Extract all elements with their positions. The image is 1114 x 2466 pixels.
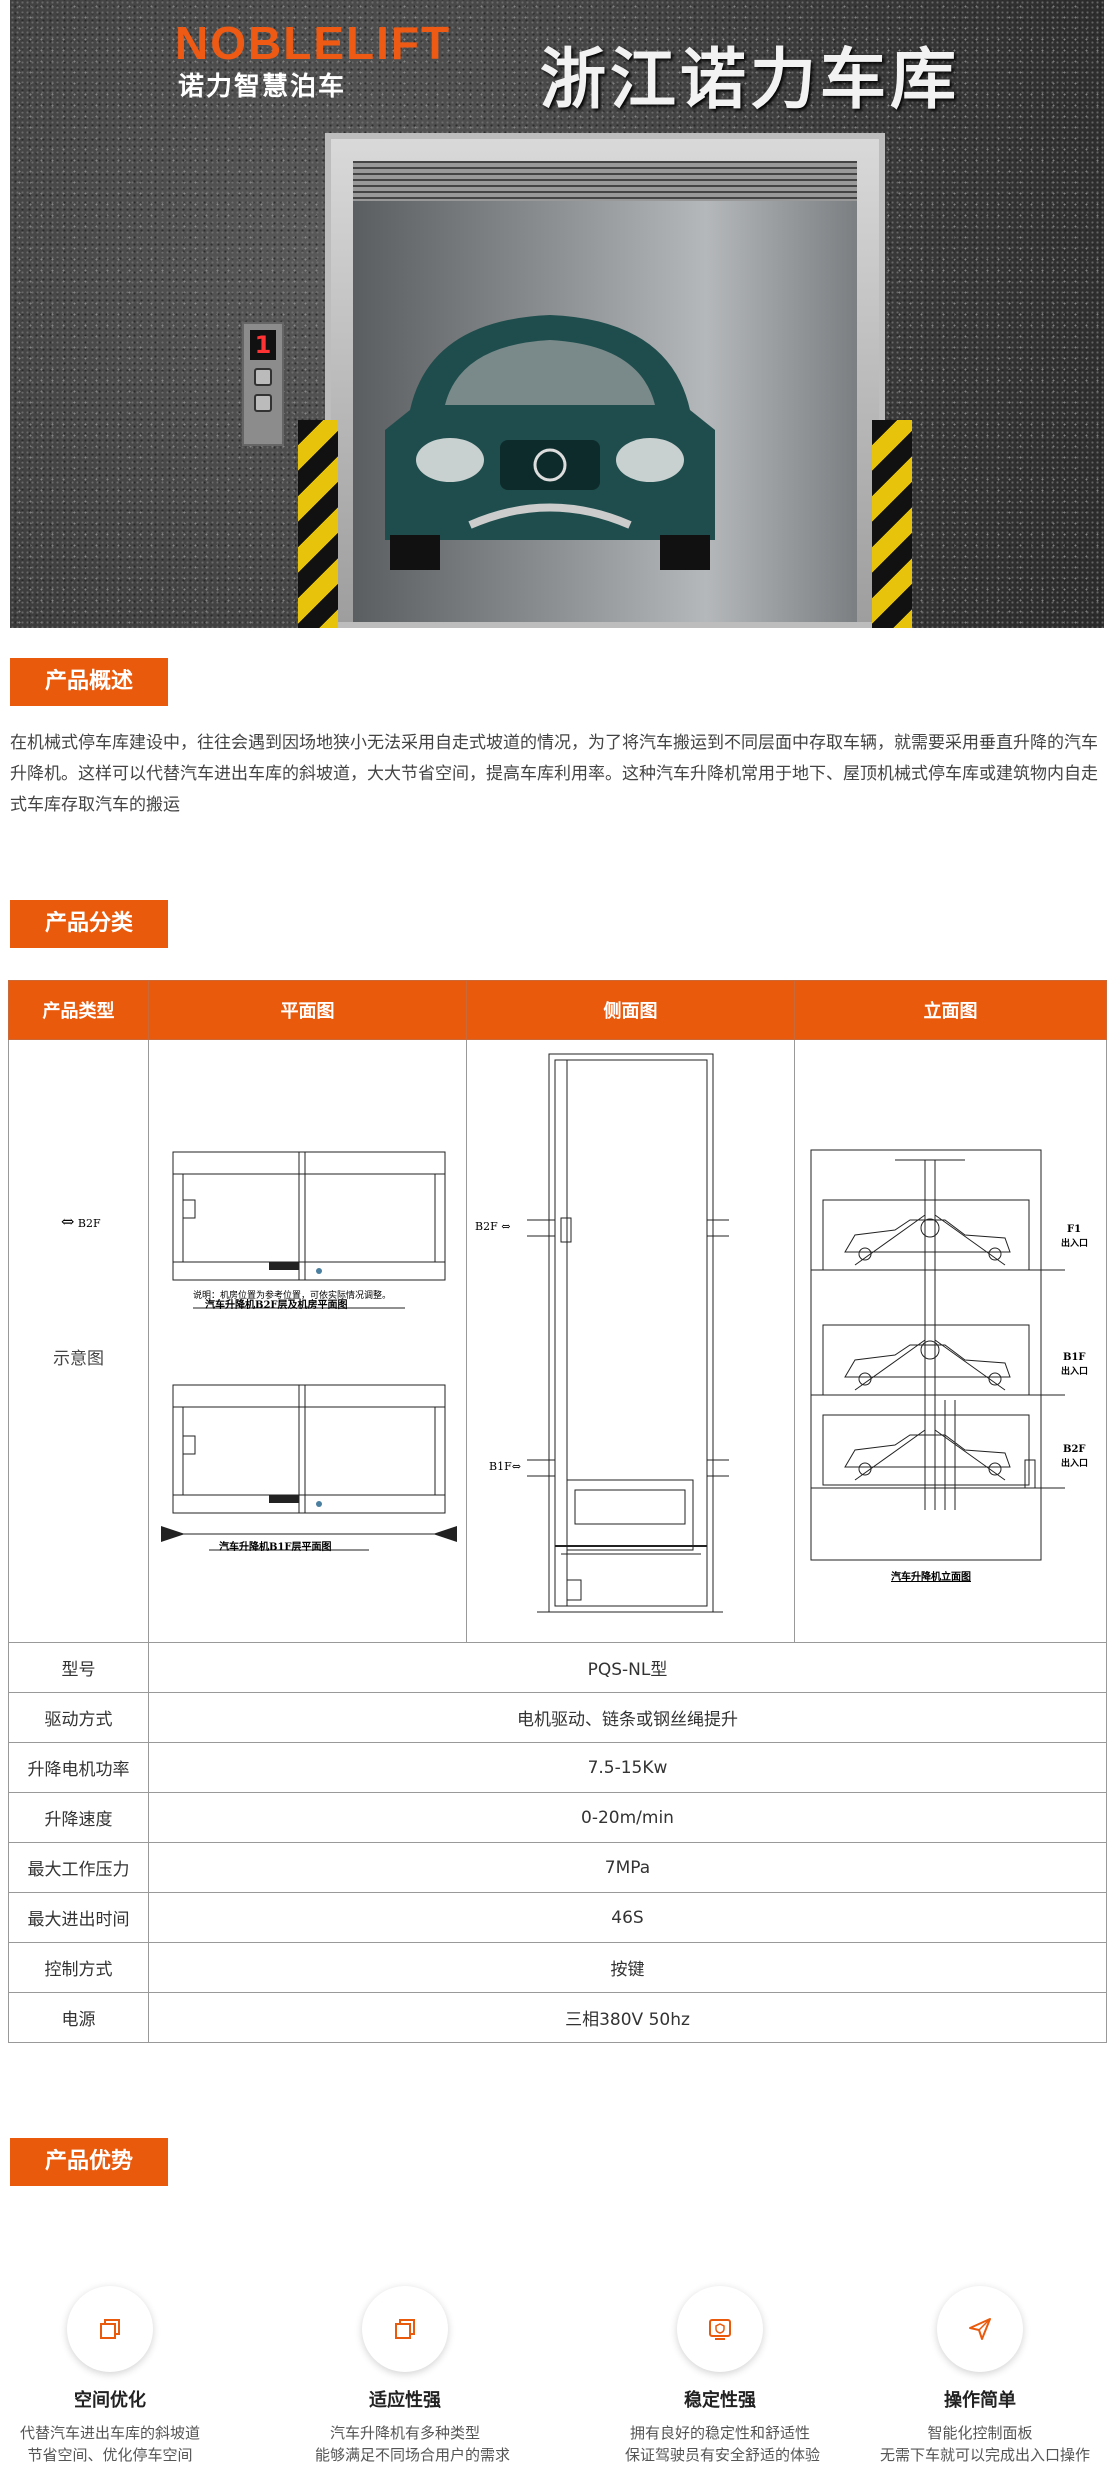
advantage-icon-wrap: [67, 2286, 153, 2372]
floor-indicator: 1: [250, 330, 276, 360]
plan-note: 说明：机房位置为参考位置，可依实际情况调整。: [193, 1291, 392, 1301]
warning-stripe-left: [298, 420, 338, 628]
brand-logo: NOBLELIFT: [175, 17, 452, 69]
shield-icon: [709, 2319, 731, 2340]
header-side-view: 侧面图: [466, 980, 795, 1040]
side-b2f-label: B2F ⇔: [475, 1220, 510, 1233]
row-label: 最大进出时间: [8, 1892, 149, 1943]
advantage-stability: 稳定性强 拥有良好的稳定性和舒适性 保证驾驶员有安全舒适的体验: [625, 2286, 821, 2466]
row-value: 7MPa: [148, 1842, 1107, 1893]
side-b1f-label: B1F⇔: [489, 1460, 521, 1473]
header-plan-view: 平面图: [148, 980, 467, 1040]
advantage-desc-line1: 智能化控制面板: [927, 2424, 1033, 2442]
plan-view-drawing: [161, 1151, 457, 1551]
advantage-desc-line1: 汽车升降机有多种类型: [329, 2424, 480, 2442]
advantage-desc-line2: 无需下车就可以完成出入口操作: [880, 2446, 1091, 2464]
elev-f1-sub: 出入口: [1061, 1239, 1089, 1249]
section-title-advantages: 产品优势: [10, 2138, 168, 2186]
advantage-icon-wrap: [362, 2286, 448, 2372]
side-b1f-text: B1F: [489, 1460, 512, 1473]
row-label: 型号: [8, 1642, 149, 1693]
hero-banner: NOBLELIFT 诺力智慧泊车 浙江诺力车库 1: [10, 0, 1104, 628]
elev-b1f-sub: 出入口: [1061, 1367, 1089, 1377]
elev-title: 汽车升降机立面图: [891, 1572, 971, 1583]
advantage-desc-line1: 拥有良好的稳定性和舒适性: [629, 2424, 810, 2442]
double-arrow-icon: ⇔: [511, 1460, 521, 1473]
advantage-easy-operation: 操作简单 智能化控制面板 无需下车就可以完成出入口操作: [880, 2286, 1091, 2466]
advantage-icon-wrap: [937, 2286, 1023, 2372]
row-label: 升降速度: [8, 1792, 149, 1843]
table-row: 电源三相380V 50hz: [8, 1992, 1107, 2043]
advantage-space: 空间优化 代替汽车进出车库的斜坡道 节省空间、优化停车空间: [20, 2286, 200, 2466]
advantage-adaptability: 适应性强 汽车升降机有多种类型 能够满足不同场合用户的需求: [315, 2286, 511, 2466]
elev-b2f-sub: 出入口: [1061, 1459, 1089, 1469]
advantage-title: 空间优化: [74, 2390, 146, 2411]
call-button-down: [254, 394, 272, 412]
elev-b2f-label: B2F: [1063, 1444, 1086, 1455]
advantage-icon-wrap: [677, 2286, 763, 2372]
side-view-drawing: [527, 1053, 729, 1613]
header-elevation-view: 立面图: [794, 980, 1107, 1040]
row-label: 电源: [8, 1992, 149, 2043]
elev-f1-label: F1: [1067, 1224, 1082, 1235]
plan-title-top: 汽车升降机B2F层及机房平面图: [205, 1300, 348, 1311]
elevation-view-drawing: [810, 1149, 1065, 1561]
advantage-desc-line2: 节省空间、优化停车空间: [27, 2446, 193, 2464]
call-button-up: [254, 368, 272, 386]
row-label: 驱动方式: [8, 1692, 149, 1743]
elevation-view-cell: F1 出入口 B1F 出入口 B2F 出入口 汽车升降机立面图: [794, 1039, 1107, 1643]
row-label: 最大工作压力: [8, 1842, 149, 1893]
double-arrow-icon: ⇔: [61, 1212, 75, 1231]
header-product-type: 产品类型: [8, 980, 149, 1040]
plan-view-cell: 说明：机房位置为参考位置，可依实际情况调整。 汽车升降机B2F层及机房平面图 汽…: [148, 1039, 467, 1643]
overview-text: 在机械式停车库建设中，往往会遇到因场地狭小无法采用自走式坡道的情况，为了将汽车搬…: [10, 733, 1098, 815]
car-illustration: [385, 315, 715, 570]
side-b2f-text: B2F: [475, 1220, 498, 1233]
section-title-overview: 产品概述: [10, 658, 168, 706]
advantage-desc-line2: 保证驾驶员有安全舒适的体验: [625, 2446, 821, 2464]
elev-b1f-label: B1F: [1063, 1352, 1086, 1363]
plan-title-bottom: 汽车升降机B1F层平面图: [219, 1542, 332, 1553]
brand-subtitle: 诺力智慧泊车: [178, 72, 347, 102]
row-value: 7.5-15Kw: [148, 1742, 1107, 1793]
row-value: 三相380V 50hz: [148, 1992, 1107, 2043]
hero-title: 浙江诺力车库: [540, 41, 960, 118]
layers-icon: [100, 2319, 120, 2339]
row-value: 按键: [148, 1942, 1107, 1993]
row-label: 升降电机功率: [8, 1742, 149, 1793]
double-arrow-icon: ⇔: [501, 1220, 511, 1233]
side-view-cell: B2F ⇔ B1F⇔: [466, 1039, 795, 1643]
diagram-label-cell: ⇔ B2F 示意图: [8, 1039, 149, 1643]
diagram-row-label: 示意图: [53, 1349, 104, 1369]
table-row: 控制方式按键: [8, 1942, 1107, 1993]
advantage-desc-line1: 代替汽车进出车库的斜坡道: [20, 2424, 201, 2442]
advantage-title: 稳定性强: [684, 2390, 756, 2411]
row-value: 46S: [148, 1892, 1107, 1943]
row-value: 0-20m/min: [148, 1792, 1107, 1843]
spec-table: 产品类型 平面图 侧面图 立面图 ⇔ B2F 示意图: [8, 980, 1107, 2043]
row-value: PQS-NL型: [148, 1642, 1107, 1693]
elevator-ceiling: [353, 161, 857, 201]
layers-icon: [395, 2319, 415, 2339]
send-icon: [969, 2318, 991, 2340]
diagram-row: ⇔ B2F 示意图: [8, 1039, 1107, 1643]
warning-stripe-right: [872, 420, 912, 628]
row-label: 控制方式: [8, 1942, 149, 1993]
section-title-classification: 产品分类: [10, 900, 168, 948]
table-header-row: 产品类型 平面图 侧面图 立面图: [8, 980, 1107, 1040]
b2f-arrow-text: B2F: [77, 1217, 101, 1230]
floor-indicator-panel: 1: [242, 322, 284, 446]
advantage-title: 操作简单: [944, 2390, 1016, 2411]
advantage-title: 适应性强: [369, 2390, 441, 2411]
advantage-desc-line2: 能够满足不同场合用户的需求: [315, 2446, 511, 2464]
table-row: 驱动方式电机驱动、链条或钢丝绳提升: [8, 1692, 1107, 1743]
b2f-arrow-label: ⇔ B2F: [61, 1212, 101, 1231]
row-value: 电机驱动、链条或钢丝绳提升: [148, 1692, 1107, 1743]
